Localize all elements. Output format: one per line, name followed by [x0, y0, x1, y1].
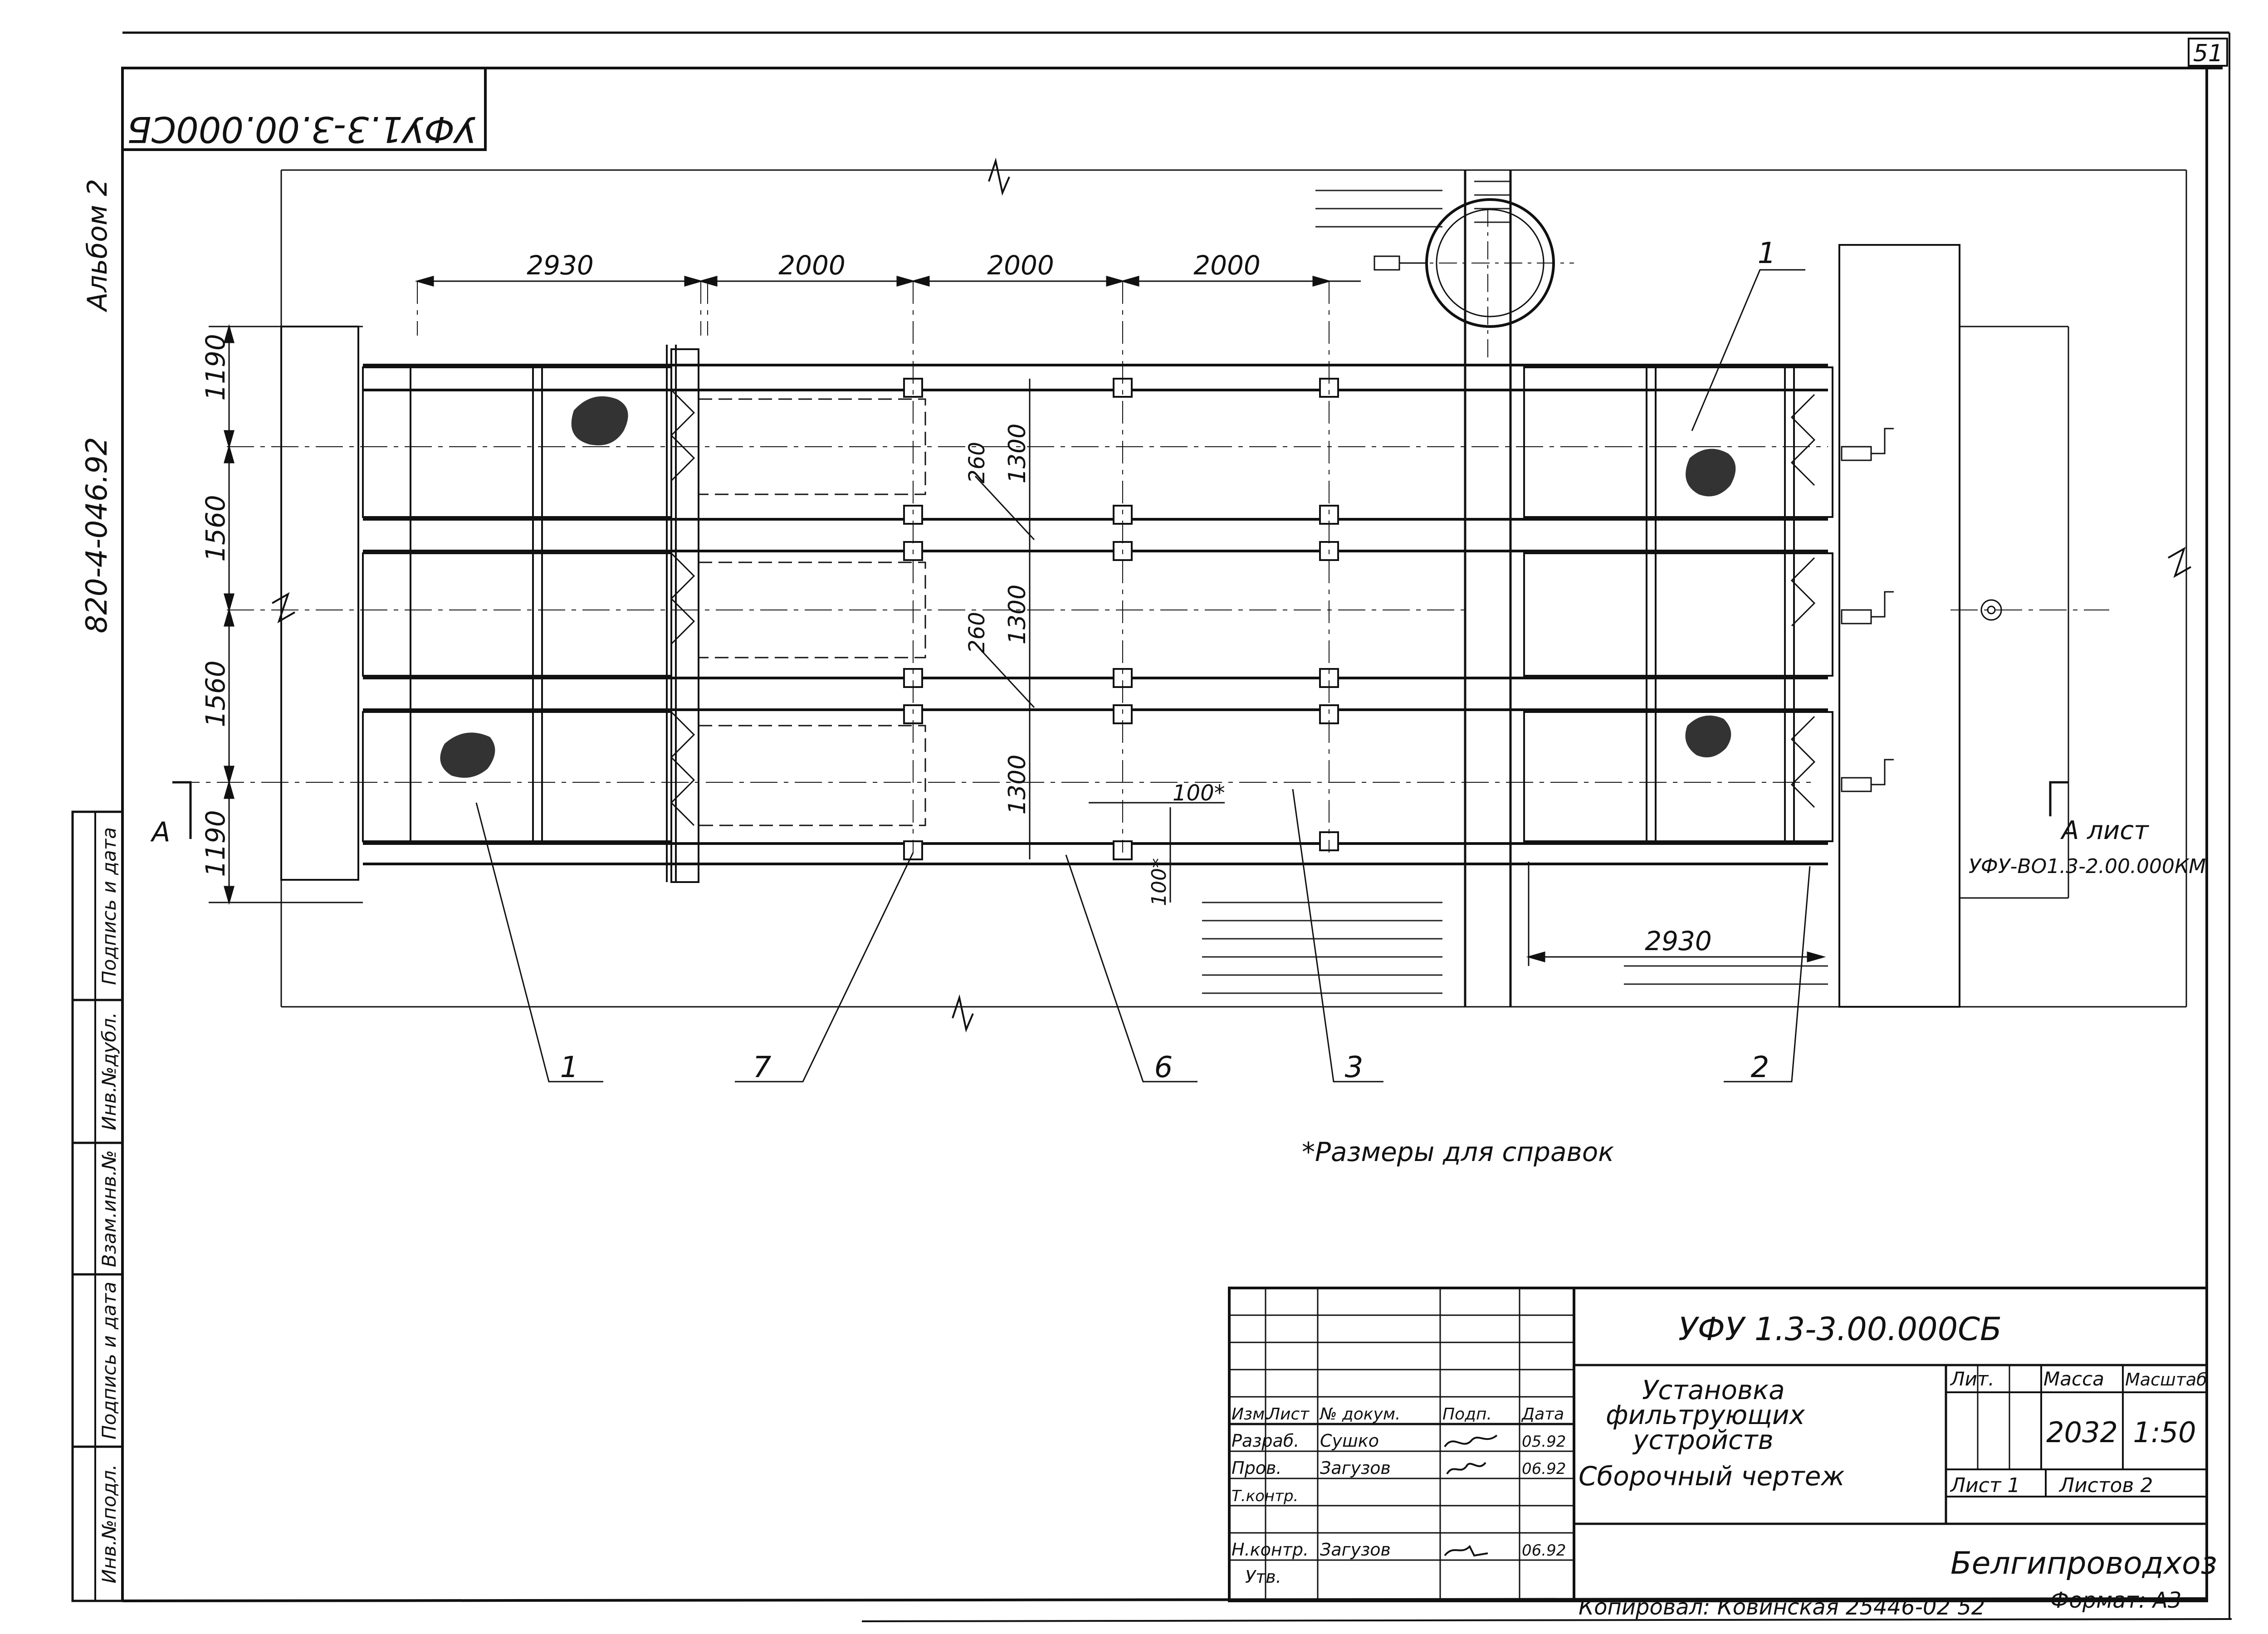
dim-small-1: 100* [1173, 780, 1225, 806]
section-ref: УФУ-ВО1.3-2.00.000КМ [1969, 855, 2206, 878]
tb-designation: УФУ 1.3-3.00.000СБ [1678, 1311, 2002, 1348]
tb-hdr-izm: Изм. [1232, 1405, 1270, 1424]
tb-sheet: Лист 1 [1950, 1474, 2020, 1497]
callout-3: 3 [1345, 1051, 1364, 1084]
top-code-box: УФУ1.3-3.00.000СБ [121, 67, 487, 151]
stamp-signature-date-1: Подпись и дата [98, 1282, 120, 1439]
plan-view: 2930 2000 2000 2000 1190 1560 1560 1190 … [150, 157, 2206, 1084]
tb-name-2: Загузов [1320, 1458, 1391, 1478]
tb-title-2: фильтрующих [1606, 1400, 1805, 1430]
tb-hdr-date: Дата [1521, 1405, 1564, 1424]
stamp-replaced-inv: Взам.инв.№ [98, 1150, 120, 1267]
tb-sheets: Листов 2 [2058, 1474, 2153, 1497]
section-mark-left: А [150, 816, 170, 848]
dim-mid-1: 1300 [1004, 424, 1031, 483]
side-stamp: Инв.№подл. Подпись и дата Взам.инв.№ Инв… [71, 810, 124, 1602]
dim-top-1: 2930 [527, 250, 594, 281]
tb-date-1: 05.92 [1522, 1433, 1566, 1451]
dim-mid-3: 1300 [1004, 755, 1031, 815]
tb-role-1: Разраб. [1232, 1431, 1299, 1451]
tb-hdr-list: Лист [1267, 1405, 1310, 1424]
tb-scale: 1:50 [2133, 1416, 2196, 1449]
dim-top-4: 2000 [1193, 250, 1261, 281]
dim-left-4: 1190 [200, 810, 231, 877]
tb-lit-label: Лит. [1950, 1368, 1994, 1390]
reference-note: *Размеры для справок [1302, 1136, 1614, 1167]
tb-organization: Белгипроводхоз [1950, 1546, 2217, 1581]
stamp-signature-date-2: Подпись и дата [98, 827, 120, 985]
tb-name-1: Сушко [1320, 1431, 1379, 1451]
callout-7: 7 [753, 1051, 772, 1084]
dim-top-2: 2000 [778, 250, 846, 281]
dim-bottom: 2930 [1645, 926, 1712, 956]
dim-mid-b1: 260 [964, 442, 990, 483]
stamp-inv-duplicate: Инв.№дубл. [98, 1012, 120, 1131]
tb-title-3: устройств [1632, 1424, 1774, 1455]
tb-scale-label: Масштаб [2125, 1370, 2207, 1390]
callout-1b: 1 [1758, 237, 1776, 270]
footer-format: Формат: А3 [2050, 1588, 2182, 1613]
dim-mid-b2: 260 [964, 612, 990, 654]
album-label: Альбом 2 [82, 179, 113, 313]
tb-role-2: Пров. [1232, 1458, 1281, 1478]
tb-title-1: Установка [1642, 1375, 1785, 1405]
dim-mid-2: 1300 [1004, 585, 1031, 644]
dim-left-3: 1560 [200, 660, 231, 727]
dim-small-2: 100* [1148, 858, 1171, 906]
tb-hdr-sign: Подп. [1442, 1405, 1492, 1424]
tb-role-5: Утв. [1245, 1567, 1281, 1587]
footer-copied: Копировал: Ковинская 25446-02 52 [1579, 1595, 1985, 1620]
callout-1a: 1 [560, 1051, 579, 1084]
tb-role-4: Н.контр. [1232, 1540, 1309, 1560]
tb-hdr-doc: № докум. [1319, 1405, 1400, 1424]
tb-name-4: Загузов [1320, 1540, 1391, 1560]
dim-left-2: 1560 [200, 495, 231, 562]
stamp-inv-original: Инв.№подл. [98, 1464, 120, 1583]
sheet-frame [121, 31, 2232, 1622]
callout-6: 6 [1154, 1051, 1173, 1084]
tb-date-2: 06.92 [1522, 1460, 1566, 1478]
dim-left-1: 1190 [200, 334, 231, 401]
top-code-mirrored: УФУ1.3-3.00.000СБ [127, 108, 476, 149]
title-block [1228, 1287, 2208, 1602]
tb-role-3: Т.контр. [1232, 1487, 1298, 1505]
signatures [1444, 1434, 1498, 1557]
tb-title-4: Сборочный чертеж [1579, 1461, 1845, 1492]
tb-date-4: 06.92 [1522, 1541, 1566, 1560]
section-mark-right: А лист [2060, 816, 2149, 845]
tb-mass: 2032 [2046, 1416, 2118, 1449]
callout-2: 2 [1751, 1051, 1769, 1084]
dim-top-3: 2000 [987, 250, 1054, 281]
tb-mass-label: Масса [2043, 1368, 2104, 1390]
sheet-number: 51 [2193, 40, 2223, 67]
project-code: 820-4-046.92 [80, 437, 114, 634]
